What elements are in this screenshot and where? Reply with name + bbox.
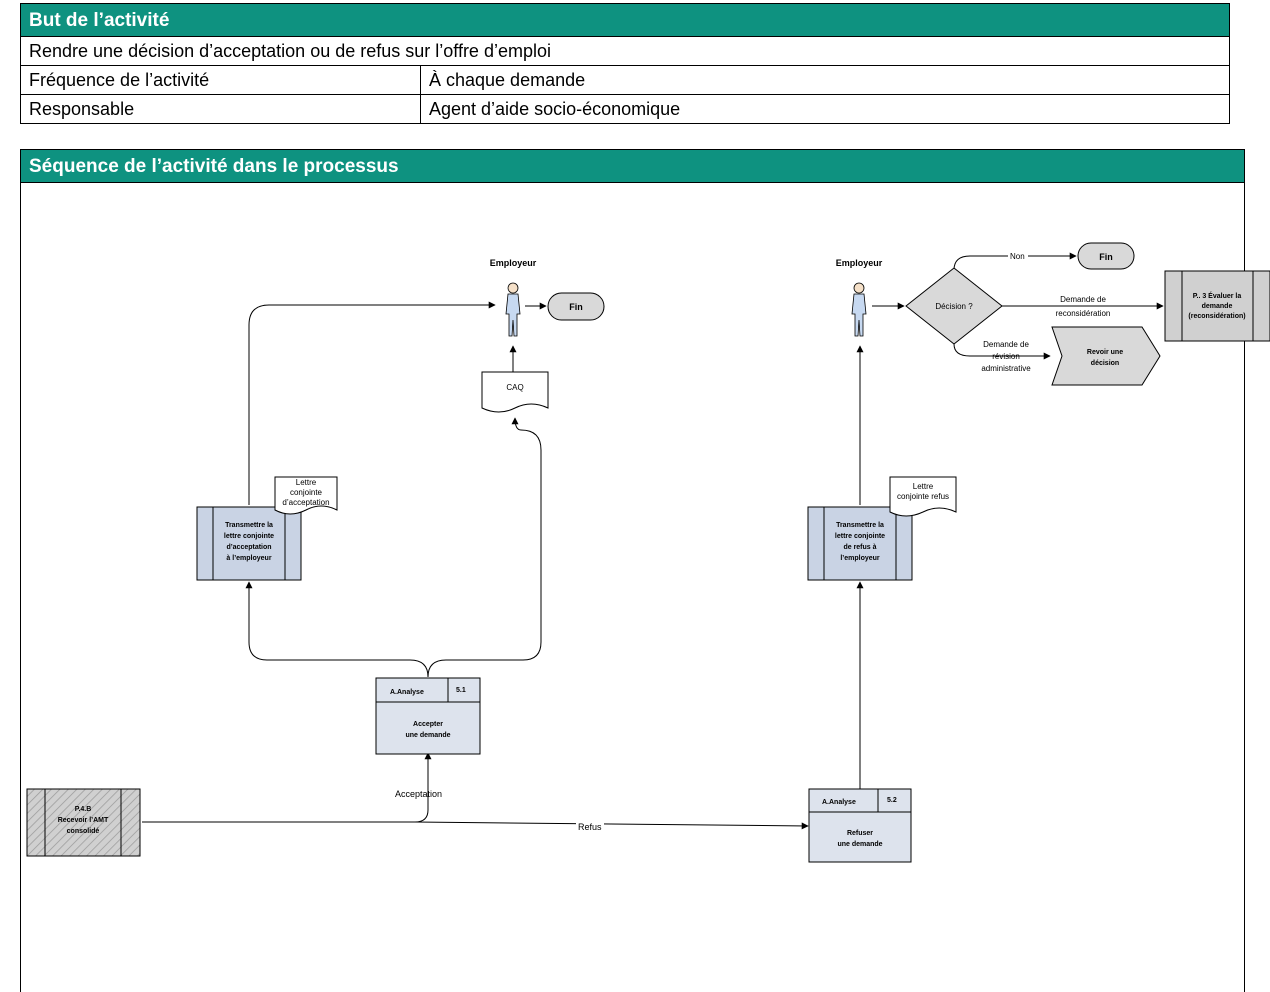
edge-label-revision-1: Demande de [983, 340, 1029, 349]
frequence-value: À chaque demande [429, 70, 586, 90]
but-text: Rendre une décision d’acceptation ou de … [29, 41, 551, 61]
responsable-row: Responsable Agent d’aide socio-économiqu… [20, 94, 1230, 124]
lettre-refus-line-2: conjointe refus [897, 492, 949, 501]
edge-transmit-to-employer-left [248, 301, 496, 505]
transmit-refus-line-2: lettre conjointe [835, 533, 885, 540]
fin-left-label: Fin [569, 302, 583, 312]
revoir-line-1: Revoir une [1087, 349, 1123, 356]
activity-accept-line-2: une demande [405, 732, 450, 739]
responsable-value: Agent d’aide socio-économique [429, 99, 681, 119]
target-line-1: P.. 3 Évaluer la [1193, 291, 1242, 300]
fin-right-label: Fin [1099, 252, 1113, 262]
section-header-but: But de l’activité [20, 3, 1230, 37]
transmit-refus-line-4: l’employeur [840, 555, 880, 562]
fin-terminator-left: Fin [547, 292, 605, 321]
responsable-label: Responsable [29, 99, 135, 119]
decision-diamond: Décision ? [905, 267, 1003, 345]
edge-decision-revision [953, 343, 1051, 360]
edge-label-revision-3: administrative [981, 364, 1031, 373]
target-line-3: (reconsidération) [1188, 313, 1245, 320]
actor-label-left: Employeur [490, 258, 537, 268]
external-process-target: P.. 3 Évaluer la demande (reconsidératio… [1164, 270, 1270, 342]
process-transmettre-acceptation: Transmettre la lettre conjointe d’accept… [196, 506, 302, 581]
refus-label-bg [576, 821, 604, 831]
lettre-accept-line-1: Lettre [296, 478, 317, 487]
document-lettre-acceptation: Lettre conjointe d’acceptation [274, 476, 338, 515]
process-transmettre-refus: Transmettre la lettre conjointe de refus… [807, 506, 913, 581]
actor-label-right: Employeur [836, 258, 883, 268]
edge-label-revision-2: révision [992, 352, 1020, 361]
transmit-accept-line-3: d’acceptation [226, 544, 271, 551]
transmit-refus-line-1: Transmettre la [836, 522, 884, 529]
decision-label: Décision ? [935, 302, 973, 311]
source-line-1: P.4.B [75, 806, 92, 813]
source-line-2: Recevoir l’AMT [58, 817, 109, 824]
document-caq: CAQ [481, 371, 549, 413]
responsable-label-cell: Responsable [21, 95, 421, 123]
activity-accept-number: 5.1 [456, 687, 466, 694]
edge-accept-to-transmit [245, 581, 429, 678]
frequence-label: Fréquence de l’activité [29, 70, 210, 90]
edge-label-reconsideration-1: Demande de [1060, 295, 1106, 304]
activity-refuse-line-2: une demande [837, 841, 882, 848]
responsable-value-cell: Agent d’aide socio-économique [421, 95, 1229, 123]
revoir-line-2: décision [1091, 360, 1119, 367]
employer-actor-icon-left [505, 282, 521, 337]
lettre-accept-line-2: conjointe [290, 488, 323, 497]
caq-label: CAQ [506, 383, 523, 392]
transmit-accept-line-4: à l’employeur [226, 555, 271, 562]
activity-refuse-number: 5.2 [887, 797, 897, 804]
edge-label-refus: Refus [578, 822, 602, 832]
frequence-row: Fréquence de l’activité À chaque demande [20, 65, 1230, 95]
non-label-bg [1008, 251, 1028, 261]
external-process-source: P.4.B Recevoir l’AMT consolidé [26, 788, 141, 857]
lettre-accept-line-3: d’acceptation [282, 498, 329, 507]
frequence-value-cell: À chaque demande [421, 66, 1229, 94]
target-line-2: demande [1202, 303, 1233, 310]
fin-terminator-right: Fin [1077, 242, 1135, 270]
edge-refus [414, 821, 809, 830]
but-title: But de l’activité [29, 10, 170, 31]
activity-refuse: A.Analyse 5.2 Refuser une demande [808, 788, 912, 863]
edge-label-acceptation: Acceptation [395, 789, 442, 799]
edge-label-reconsideration-2: reconsidération [1056, 309, 1111, 318]
sequence-title: Séquence de l’activité dans le processus [29, 156, 399, 177]
source-line-3: consolidé [67, 828, 100, 835]
diagram-frame [20, 182, 1245, 992]
activity-accept-line-1: Accepter [413, 721, 443, 728]
revoir-decision-step: Revoir une décision [1051, 326, 1161, 386]
document-lettre-refus: Lettre conjointe refus [889, 476, 957, 517]
edge-label-non: Non [1010, 252, 1025, 261]
activity-refuse-role: A.Analyse [822, 799, 856, 806]
employer-actor-icon-right [851, 282, 867, 337]
activity-accept-role: A.Analyse [390, 689, 424, 696]
lettre-refus-line-1: Lettre [913, 482, 934, 491]
activity-refuse-line-1: Refuser [847, 830, 873, 837]
edge-acceptation [142, 752, 432, 823]
activity-accept: A.Analyse 5.1 Accepter une demande [375, 677, 481, 755]
frequence-label-cell: Fréquence de l’activité [21, 66, 421, 94]
section-header-sequence: Séquence de l’activité dans le processus [20, 149, 1245, 183]
transmit-accept-line-2: lettre conjointe [224, 533, 274, 540]
transmit-refus-line-3: de refus à [843, 544, 876, 551]
transmit-accept-line-1: Transmettre la [225, 522, 273, 529]
edge-accept-to-caq [427, 417, 542, 678]
